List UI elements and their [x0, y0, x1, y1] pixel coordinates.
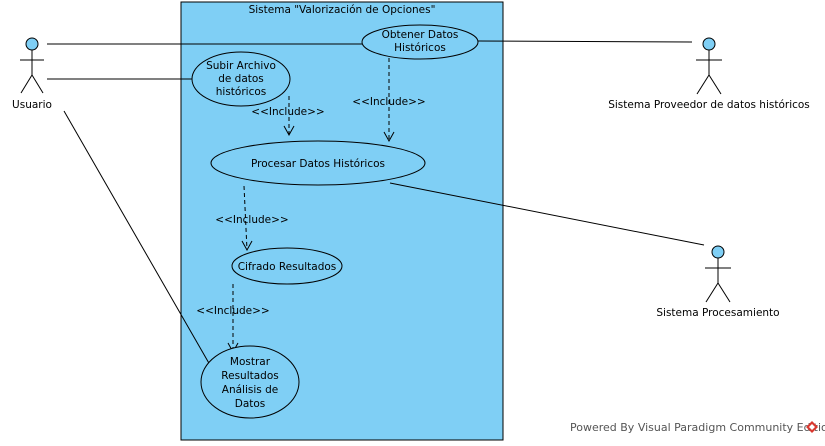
assoc-usuario-mostrar — [63, 110, 211, 366]
usecase-subir-archivo[interactable]: Subir Archivo de datos históricos — [191, 51, 291, 107]
actor-procesamiento-label: Sistema Procesamiento — [656, 307, 779, 319]
actor-proveedor-label: Sistema Proveedor de datos históricos — [608, 99, 810, 111]
usecase-cifrado-resultados[interactable]: Cifrado Resultados — [231, 247, 343, 285]
include-procesar-cifrado — [241, 185, 253, 252]
actor-head — [25, 37, 39, 51]
include-label-4: <<Include>> — [196, 305, 269, 317]
usecase-obtener-datos[interactable]: Obtener Datos Históricos — [361, 24, 479, 60]
usecase-mostrar-resultados[interactable]: Mostrar Resultados Análisis de Datos — [200, 345, 300, 419]
system-title: Sistema "Valorización de Opciones" — [249, 4, 436, 16]
svg-text:Resultados: Resultados — [221, 370, 278, 382]
include-obtener-procesar — [383, 58, 395, 143]
include-label-2: <<Include>> — [352, 96, 425, 108]
svg-text:de datos: de datos — [218, 73, 264, 85]
visual-paradigm-logo-icon — [806, 421, 818, 433]
assoc-obtener-proveedor — [477, 40, 693, 43]
svg-text:históricos: históricos — [216, 86, 267, 98]
include-label-1: <<Include>> — [251, 106, 324, 118]
svg-text:Cifrado Resultados: Cifrado Resultados — [238, 261, 337, 273]
actor-usuario[interactable]: Usuario — [12, 37, 52, 111]
footer-credit: Powered By Visual Paradigm Community Edi… — [570, 421, 825, 434]
svg-text:Obtener Datos: Obtener Datos — [382, 29, 459, 41]
svg-text:Subir Archivo: Subir Archivo — [206, 60, 276, 72]
svg-text:Análisis de: Análisis de — [222, 384, 278, 396]
actor-sistema-procesamiento[interactable]: Sistema Procesamiento — [656, 245, 780, 319]
include-subir-procesar — [283, 96, 295, 137]
svg-text:Procesar Datos Históricos: Procesar Datos Históricos — [251, 158, 385, 170]
actor-sistema-proveedor[interactable]: Sistema Proveedor de datos históricos — [608, 37, 810, 111]
usecase-procesar-datos[interactable]: Procesar Datos Históricos — [210, 140, 426, 186]
svg-text:Mostrar: Mostrar — [230, 356, 271, 368]
svg-text:Datos: Datos — [235, 398, 266, 410]
actor-usuario-label: Usuario — [12, 99, 52, 111]
assoc-procesar-procesamiento — [389, 182, 705, 246]
svg-text:Históricos: Históricos — [394, 42, 446, 54]
include-label-3: <<Include>> — [215, 214, 288, 226]
